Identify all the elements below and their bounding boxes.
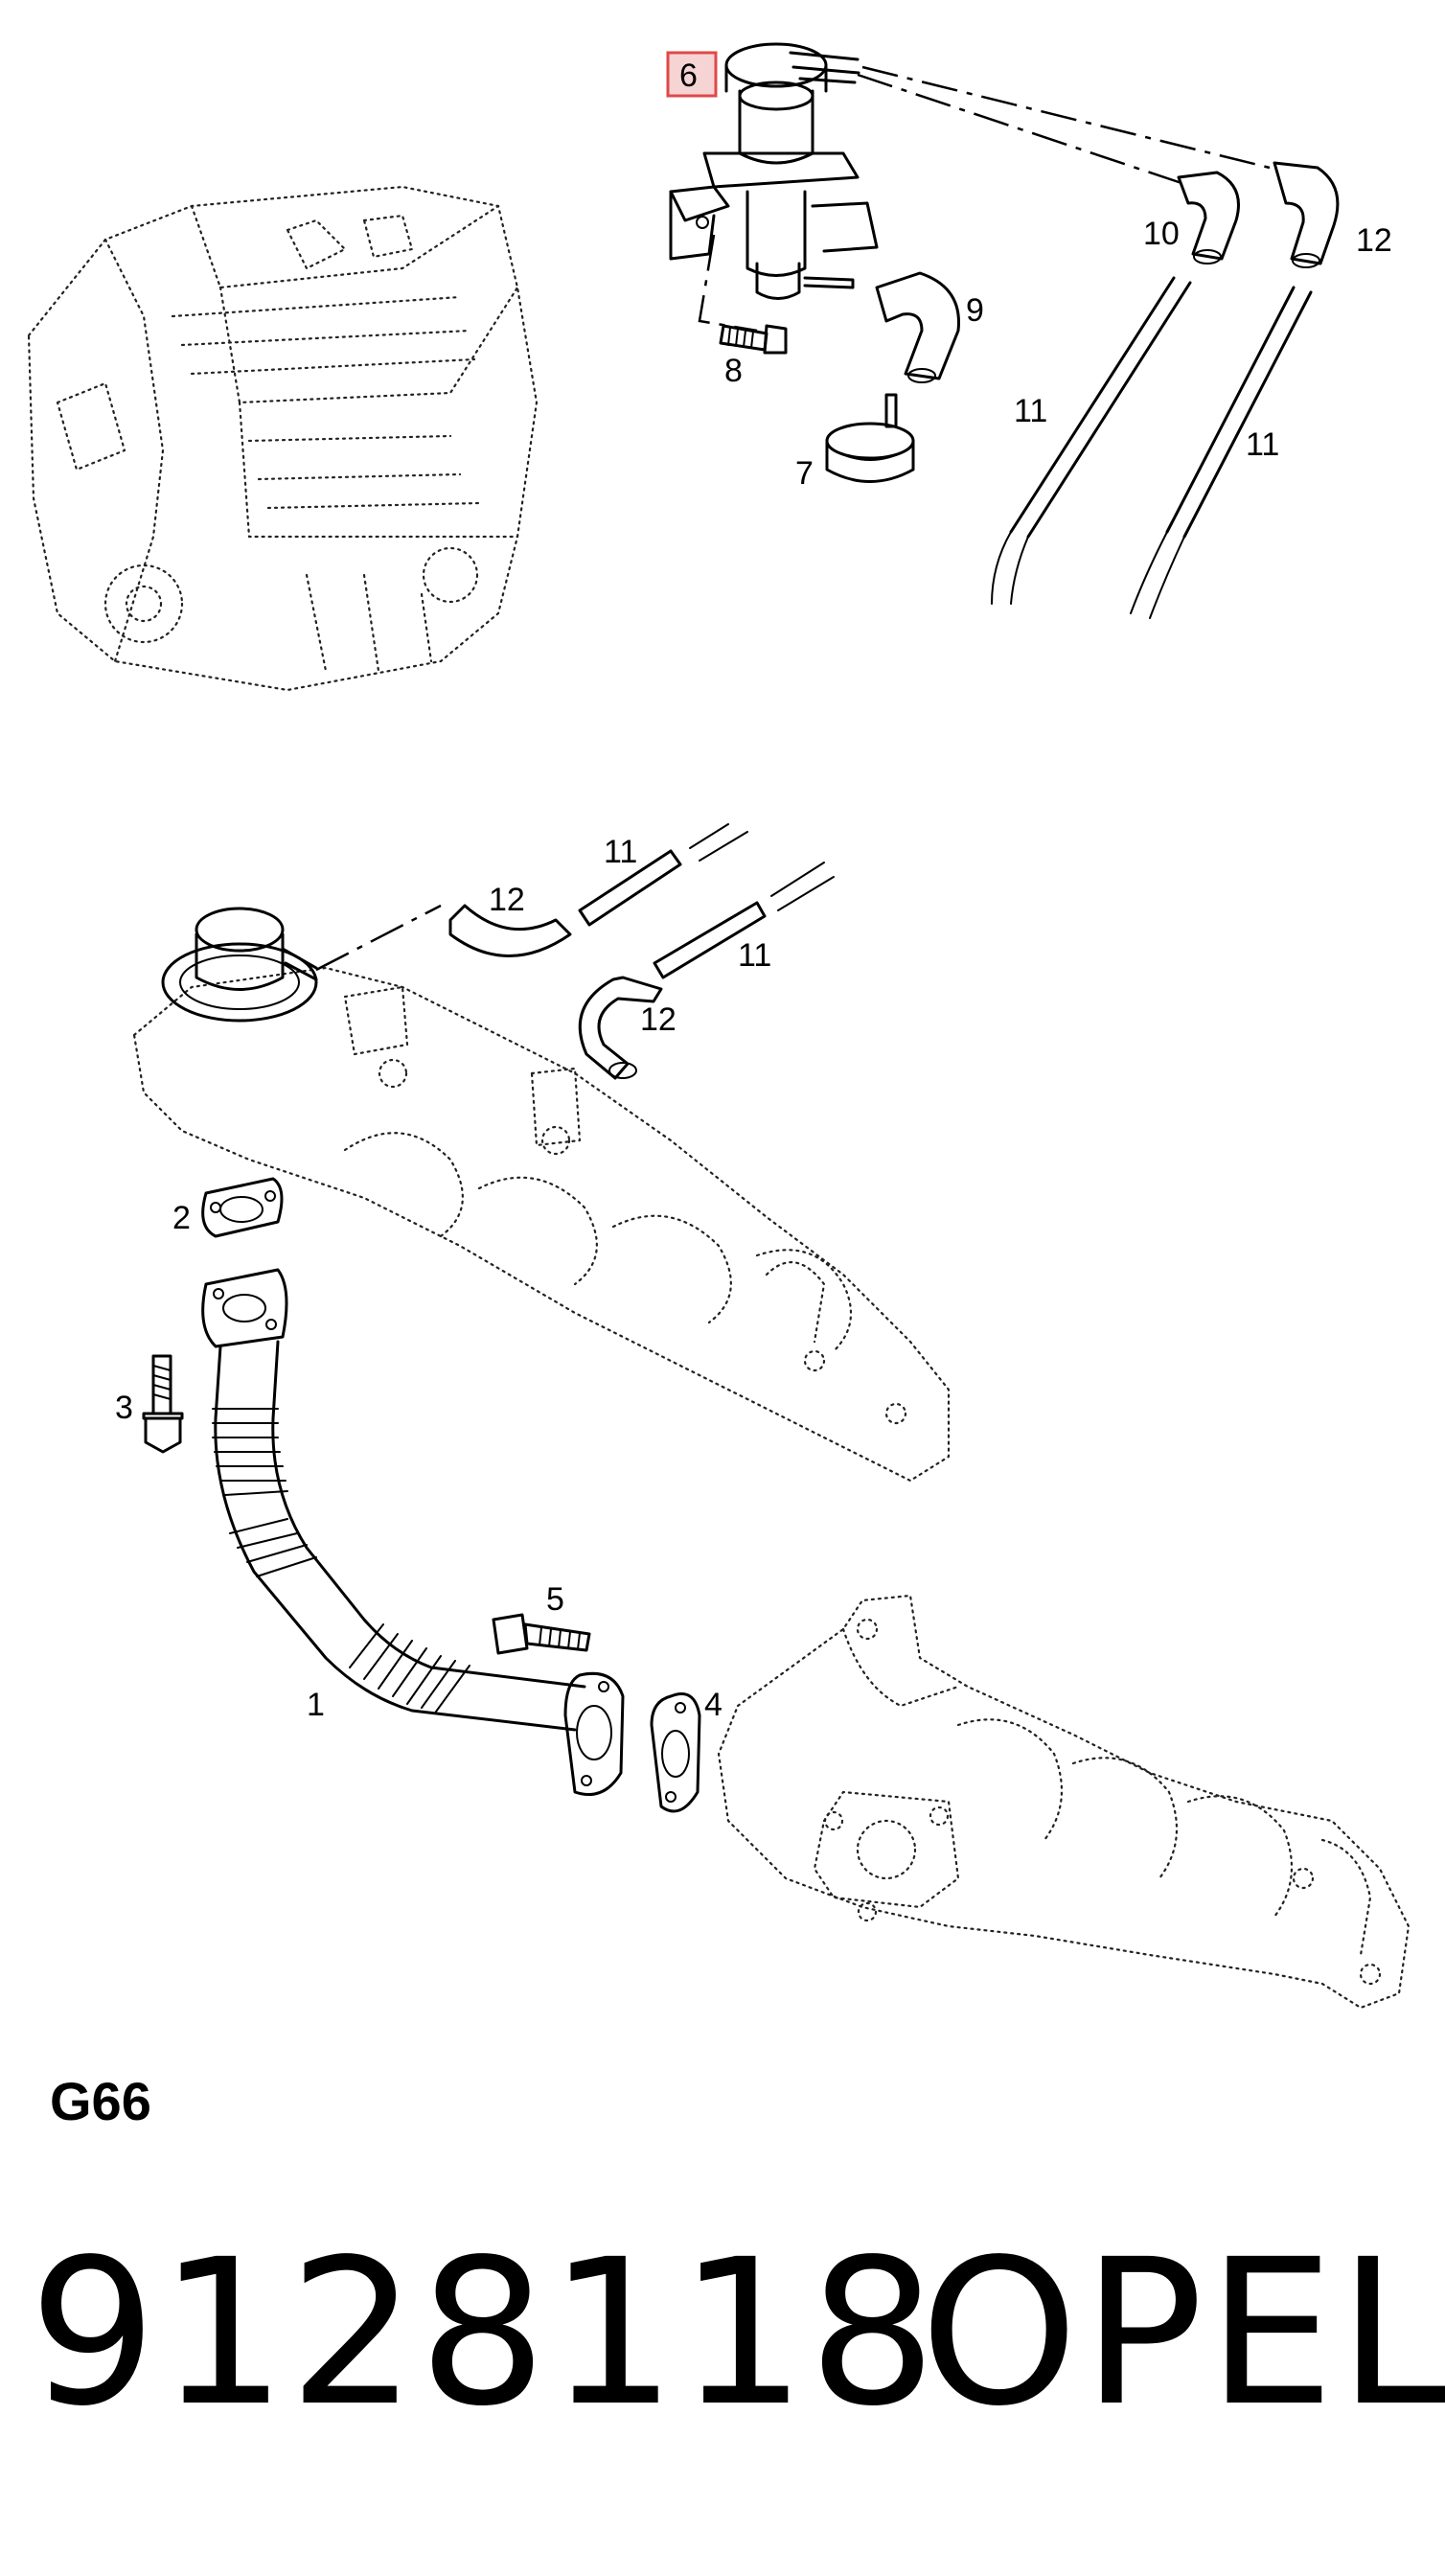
callout-6: 6 [679, 58, 698, 94]
exhaust-manifold-illustration [717, 1594, 1411, 2010]
intake-manifold-illustration [132, 966, 951, 1483]
vacuum-tube-part-11-right [1130, 286, 1313, 619]
callout-11c: 11 [604, 834, 637, 870]
vacuum-tube-part-11-left [991, 276, 1192, 605]
elbow-hose-part-12-mid-lower [578, 976, 663, 1080]
elbow-hose-part-9 [875, 271, 960, 380]
callout-5: 5 [546, 1581, 564, 1618]
callout-9: 9 [966, 292, 984, 329]
callout-8: 8 [724, 353, 743, 389]
screw-part-8 [719, 324, 788, 355]
gasket-part-4 [650, 1692, 701, 1813]
engine-overview-illustration [27, 185, 539, 692]
callout-12b: 12 [489, 882, 525, 918]
callout-3: 3 [115, 1390, 133, 1426]
elbow-hose-part-12-mid-upper [448, 904, 572, 957]
section-code: G66 [50, 2071, 151, 2131]
egr-pipe-part-1 [201, 1268, 625, 1796]
elbow-hose-part-10 [1177, 171, 1240, 261]
callout-11a: 11 [1014, 393, 1047, 429]
callout-11d: 11 [738, 937, 771, 974]
bolt-part-3 [142, 1354, 184, 1454]
routing-line-to-12 [861, 65, 1271, 170]
callout-10: 10 [1143, 216, 1180, 252]
callout-7: 7 [795, 455, 814, 492]
callout-11b: 11 [1246, 426, 1279, 463]
callout-1: 1 [307, 1687, 325, 1723]
elbow-hose-part-12-top [1273, 161, 1340, 265]
callout-12c: 12 [640, 1001, 677, 1038]
callout-4: 4 [704, 1687, 722, 1723]
callout-12a: 12 [1356, 222, 1392, 259]
short-tube-part-11-mid-lower [653, 901, 767, 979]
egr-valve-on-manifold [161, 904, 442, 1023]
bolt-part-5 [492, 1613, 591, 1655]
routing-line-to-10 [857, 73, 1194, 189]
egr-valve-assembly [669, 42, 879, 300]
callout-6-highlight [666, 51, 718, 98]
part-number: 9128118 [29, 2216, 939, 2450]
vacuum-damper-part-7 [825, 393, 915, 483]
callout-2: 2 [172, 1200, 191, 1236]
short-tube-part-11-mid-upper [578, 849, 682, 927]
brand-name: OPEL [920, 2216, 1445, 2450]
gasket-part-2 [201, 1177, 284, 1238]
